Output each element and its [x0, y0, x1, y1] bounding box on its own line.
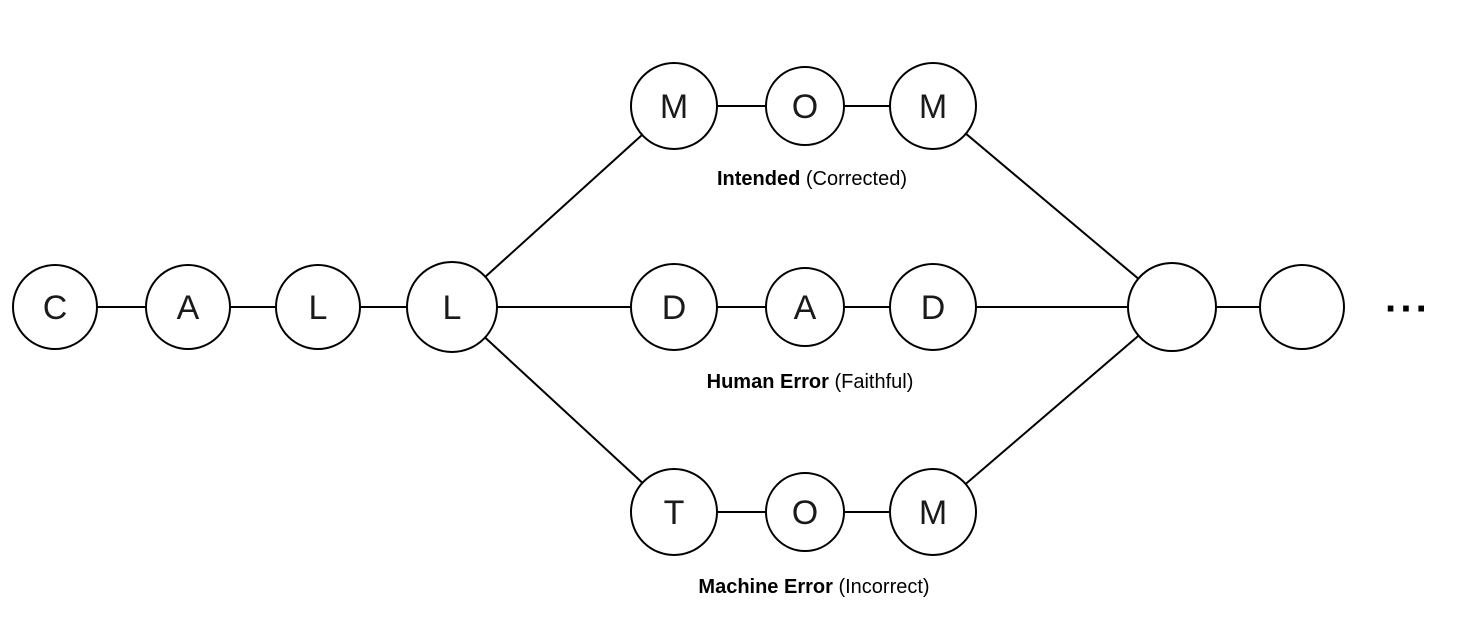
node-human-error-0-circle[interactable] [630, 263, 718, 351]
node-intended-0-circle[interactable] [630, 62, 718, 150]
branch-label-human-error-bold: Human Error [707, 371, 835, 393]
node-human-error-1-label: A [794, 289, 817, 327]
edges-layer [97, 105, 1260, 513]
node-prefix-1-a[interactable]: A [145, 264, 231, 350]
node-suffix-0-circle[interactable] [1127, 262, 1217, 352]
node-intended-2[interactable]: M [889, 62, 977, 150]
node-intended-1-label: O [792, 88, 818, 126]
branch-label-machine-error: Machine Error (Incorrect) [698, 576, 929, 598]
node-machine-error-1[interactable]: O [765, 472, 845, 552]
node-human-error-1[interactable]: A [765, 267, 845, 347]
nodes-layer: C A L L M O M D A D T O M [12, 62, 1345, 556]
node-machine-error-0[interactable]: T [630, 468, 718, 556]
node-machine-error-0-circle[interactable] [630, 468, 718, 556]
node-human-error-2[interactable]: D [889, 263, 977, 351]
node-suffix-0[interactable] [1127, 262, 1217, 352]
node-machine-error-2-label: M [919, 494, 947, 532]
node-human-error-1-circle[interactable] [765, 267, 845, 347]
branch-label-human-error: Human Error (Faithful) [707, 371, 914, 393]
node-intended-2-label: M [919, 88, 947, 126]
node-prefix-3-l-circle[interactable] [406, 261, 498, 353]
node-prefix-0-c[interactable]: C [12, 264, 98, 350]
branch-label-machine-error-plain: (Incorrect) [838, 576, 929, 598]
branch-label-intended: Intended (Corrected) [717, 168, 907, 190]
branch-label-human-error-plain: (Faithful) [834, 371, 913, 393]
node-intended-1[interactable]: O [765, 66, 845, 146]
node-prefix-0-c-label: C [43, 289, 68, 327]
node-human-error-0[interactable]: D [630, 263, 718, 351]
node-human-error-2-circle[interactable] [889, 263, 977, 351]
node-machine-error-1-label: O [792, 494, 818, 532]
edge-fanin-machine-error [964, 334, 1140, 485]
node-intended-0-label: M [660, 88, 688, 126]
edge-fanout-machine-error [484, 336, 644, 484]
node-prefix-2-l-label: L [309, 289, 328, 327]
ellipsis-layer: ··· [1385, 287, 1431, 331]
node-intended-2-circle[interactable] [889, 62, 977, 150]
branch-label-machine-error-bold: Machine Error [698, 576, 838, 598]
node-machine-error-1-circle[interactable] [765, 472, 845, 552]
node-intended-1-circle[interactable] [765, 66, 845, 146]
node-prefix-3-l-label: L [443, 289, 462, 327]
node-suffix-1[interactable] [1259, 264, 1345, 350]
node-machine-error-2[interactable]: M [889, 468, 977, 556]
node-prefix-1-a-label: A [177, 289, 200, 327]
node-prefix-2-l-circle[interactable] [275, 264, 361, 350]
node-suffix-1-circle[interactable] [1259, 264, 1345, 350]
node-human-error-0-label: D [662, 289, 687, 327]
node-machine-error-2-circle[interactable] [889, 468, 977, 556]
branch-label-intended-plain: (Corrected) [806, 168, 907, 190]
node-prefix-2-l[interactable]: L [275, 264, 361, 350]
edge-fanin-intended [965, 132, 1139, 280]
edge-fanout-intended [484, 134, 643, 278]
node-prefix-1-a-circle[interactable] [145, 264, 231, 350]
branch-labels-layer: Intended (Corrected) Human Error (Faithfu… [698, 168, 929, 598]
node-prefix-3-l[interactable]: L [406, 261, 498, 353]
node-intended-0[interactable]: M [630, 62, 718, 150]
node-human-error-2-label: D [921, 289, 946, 327]
node-prefix-0-c-circle[interactable] [12, 264, 98, 350]
ellipsis-continuation: ··· [1385, 287, 1431, 331]
node-machine-error-0-label: T [664, 494, 685, 532]
branch-label-intended-bold: Intended [717, 168, 806, 190]
